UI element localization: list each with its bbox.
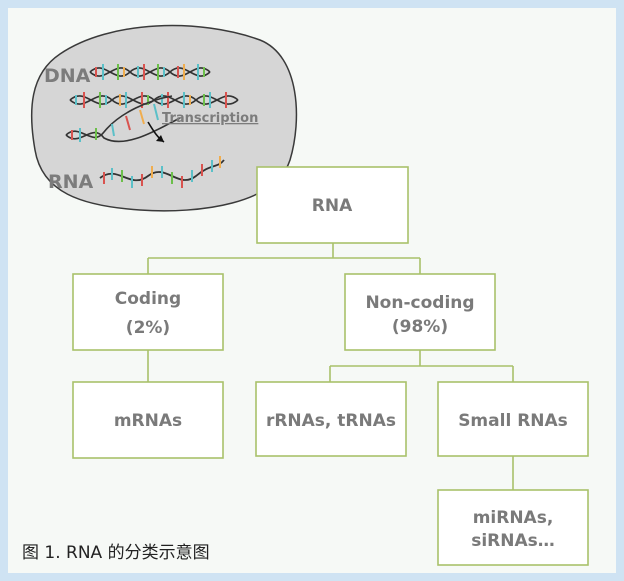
nucleus-illustration: DNA RNA Transcription [30,24,298,212]
node-small-rnas-label: Small RNAs [458,411,568,431]
dna-label: DNA [44,65,91,87]
node-coding-line2: (2%) [126,318,170,338]
node-mrnas: mRNAs [72,381,224,459]
node-rrnas-trnas-label: rRNAs, tRNAs [266,411,396,431]
dna-helix-strands [65,64,239,188]
node-coding: Coding (2%) [72,273,224,351]
node-rrnas-trnas: rRNAs, tRNAs [255,381,407,457]
tree-connectors [147,243,514,490]
node-noncoding-line1: Non-coding [365,293,474,313]
node-noncoding: Non-coding (98%) [344,273,496,351]
transcription-label: Transcription [162,111,258,126]
node-rna-label: RNA [312,196,353,216]
node-rna: RNA [256,166,409,244]
node-coding-line1: Coding [115,289,181,309]
rna-label: RNA [48,171,94,193]
node-mrnas-label: mRNAs [114,411,182,431]
node-mirnas-line1: miRNAs, [473,508,554,528]
node-mirnas-line2: siRNAs… [471,531,555,551]
node-small-rnas: Small RNAs [437,381,589,457]
node-mirnas: miRNAs, siRNAs… [437,489,589,566]
figure-caption: 图 1. RNA 的分类示意图 [22,543,210,563]
node-noncoding-line2: (98%) [392,317,448,337]
